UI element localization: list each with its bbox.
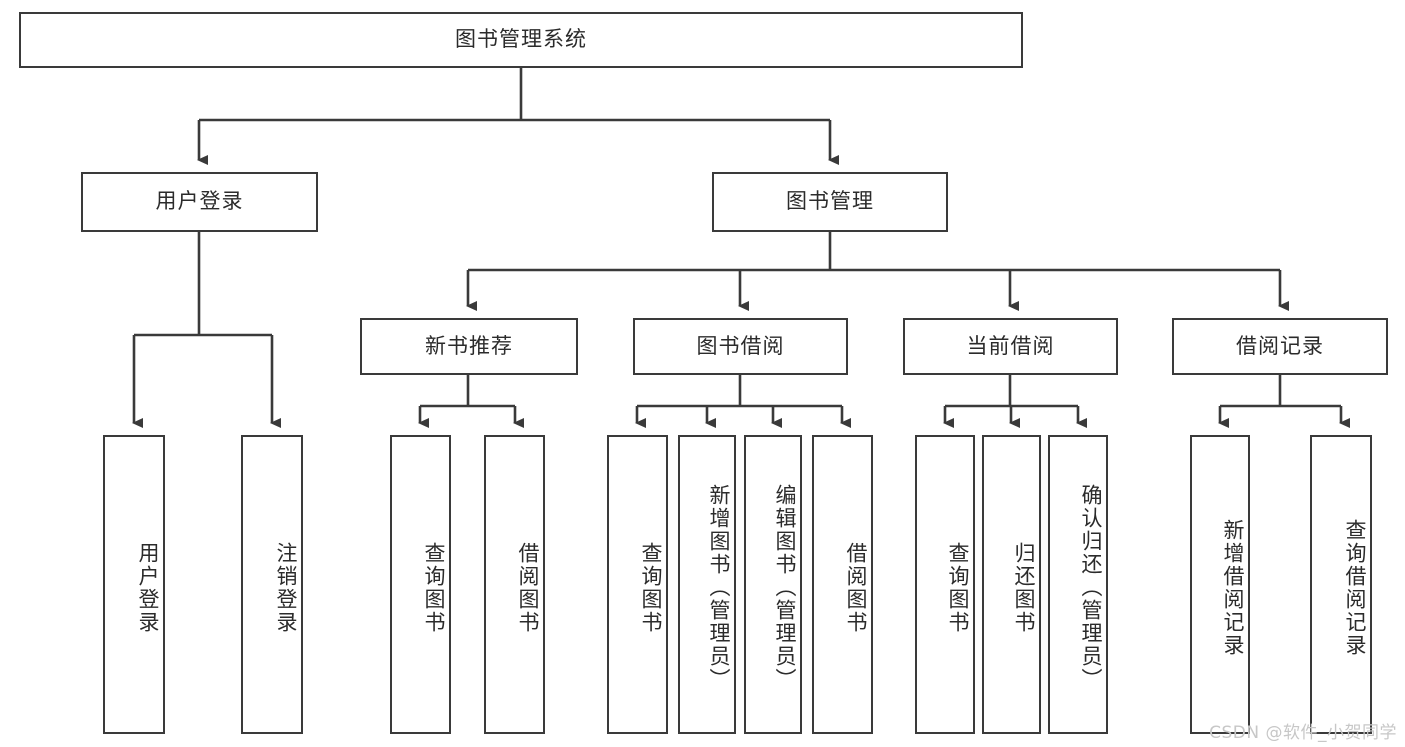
edge-newbook-to-leaves [418,375,524,428]
node-user-login[interactable]: 用户登录 [81,172,318,232]
node-label: 用户登录 [155,189,244,214]
node-leaf-user-login[interactable]: 用户登录 [103,435,165,734]
edge-current-to-leaves [943,375,1087,428]
node-label: 用户登录 [136,541,160,634]
node-borrow-records[interactable]: 借阅记录 [1172,318,1388,375]
node-leaf-borrow-book-newbook[interactable]: 借阅图书 [484,435,545,734]
edge-borrow-to-leaves [635,375,851,428]
node-book-management[interactable]: 图书管理 [712,172,948,232]
node-label: 查询图书 [639,541,663,634]
node-leaf-query-book-current[interactable]: 查询图书 [915,435,975,734]
node-label: 图书管理系统 [455,27,587,52]
node-label: 归还图书 [1012,541,1036,634]
node-label: 图书借阅 [696,333,785,358]
node-label: 借阅图书 [516,541,540,634]
edge-root-to-level1 [197,68,839,165]
node-book-borrow[interactable]: 图书借阅 [633,318,848,375]
node-label: 查询借阅记录 [1343,518,1367,657]
node-leaf-user-logout[interactable]: 注销登录 [241,435,303,734]
node-leaf-edit-book-admin[interactable]: 编辑图书（管理员） [744,435,802,734]
node-leaf-confirm-return-admin[interactable]: 确认归还（管理员） [1048,435,1108,734]
node-current-borrow[interactable]: 当前借阅 [903,318,1118,375]
csdn-watermark: CSDN @软件_小贺同学 [1209,723,1397,743]
edge-bookmg-to-level2 [466,232,1289,311]
node-leaf-query-book-borrow[interactable]: 查询图书 [607,435,668,734]
node-leaf-borrow-book-borrow[interactable]: 借阅图书 [812,435,873,734]
edge-records-to-leaves [1218,375,1350,428]
node-label: 当前借阅 [966,333,1055,358]
node-label: 查询图书 [422,541,446,634]
node-new-book-recommend[interactable]: 新书推荐 [360,318,578,375]
node-label: 新增图书（管理员） [707,484,731,691]
node-leaf-add-book-admin[interactable]: 新增图书（管理员） [678,435,736,734]
node-leaf-query-borrow-record[interactable]: 查询借阅记录 [1310,435,1372,734]
node-root-system[interactable]: 图书管理系统 [19,12,1023,68]
node-label: 新增借阅记录 [1221,518,1245,657]
node-leaf-query-book-newbook[interactable]: 查询图书 [390,435,451,734]
node-label: 借阅记录 [1236,333,1324,358]
node-label: 编辑图书（管理员） [773,484,797,691]
node-label: 注销登录 [274,541,298,634]
node-label: 确认归还（管理员） [1079,484,1103,691]
node-leaf-add-borrow-record[interactable]: 新增借阅记录 [1190,435,1250,734]
node-label: 图书管理 [786,189,874,214]
node-label: 借阅图书 [844,541,868,634]
edge-login-to-leaves [132,232,281,428]
node-label: 查询图书 [946,541,970,634]
node-label: 新书推荐 [425,333,513,358]
node-leaf-return-book[interactable]: 归还图书 [982,435,1041,734]
